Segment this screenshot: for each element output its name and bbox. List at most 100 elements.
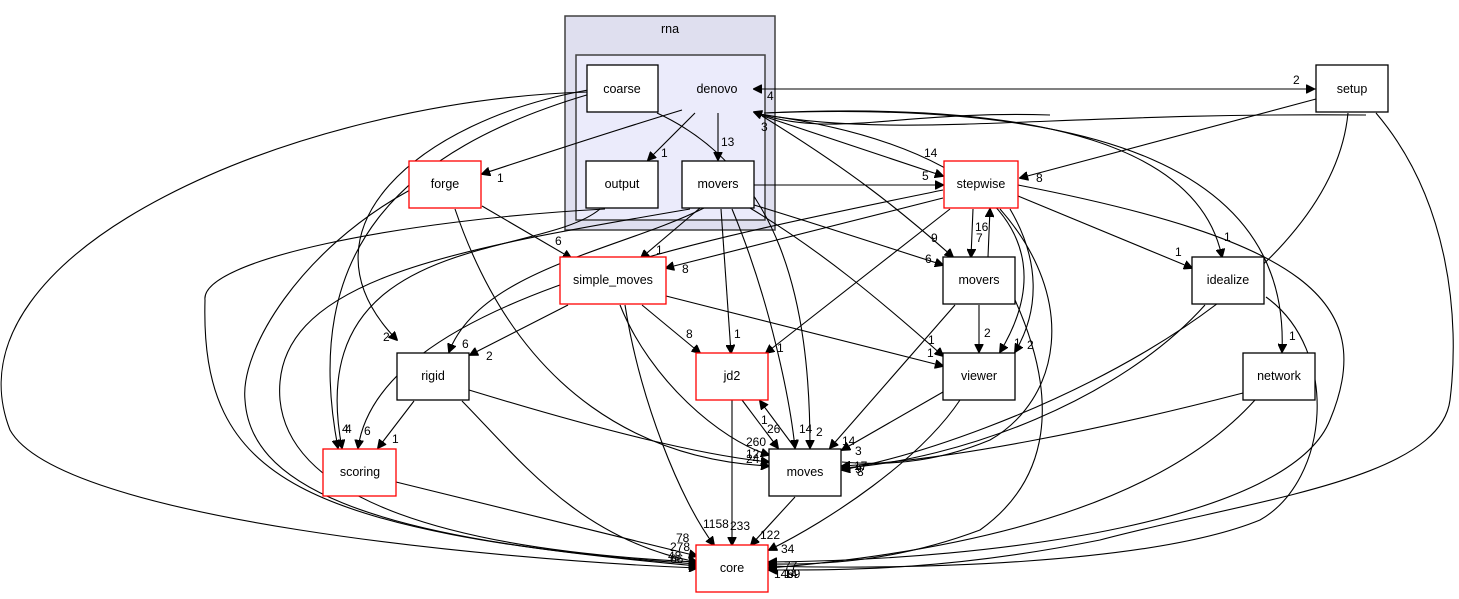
edge-label: 8 bbox=[682, 262, 689, 276]
edge-label: 278 bbox=[670, 540, 690, 554]
edge-network-moves bbox=[842, 392, 1244, 466]
node-label: viewer bbox=[961, 369, 997, 383]
edge-label: 8 bbox=[857, 465, 864, 479]
edge-simplemoves-moves bbox=[619, 304, 769, 455]
edge-coarse-moves bbox=[656, 112, 810, 448]
node-denovo-movers[interactable]: movers bbox=[681, 160, 755, 209]
edge-label: 260 bbox=[746, 435, 766, 449]
edge-setup-moves bbox=[842, 112, 1349, 470]
edge-label: 2 bbox=[1293, 73, 1300, 87]
edge-label: 2 bbox=[486, 349, 493, 363]
node-core[interactable]: core bbox=[695, 544, 769, 593]
node-output[interactable]: output bbox=[585, 160, 659, 209]
edge-denovo-movers bbox=[761, 115, 953, 257]
edge-label: 4 bbox=[767, 89, 774, 103]
edge-denovo-output bbox=[648, 112, 696, 160]
edge-forge-core bbox=[244, 189, 697, 564]
node-network[interactable]: network bbox=[1242, 352, 1316, 401]
node-label: forge bbox=[431, 177, 460, 191]
node-scoring[interactable]: scoring bbox=[322, 448, 397, 497]
edge-label: 2 bbox=[1027, 338, 1034, 352]
edge-denovo-network bbox=[763, 110, 1282, 352]
node-rigid[interactable]: rigid bbox=[396, 352, 470, 401]
edge-label: 6 bbox=[364, 424, 371, 438]
edge-label: 17 bbox=[854, 459, 868, 473]
edge-jd2-moves bbox=[741, 399, 778, 448]
edge-label: 6 bbox=[555, 234, 562, 248]
edge-label: 1 bbox=[1289, 329, 1296, 343]
edge-stepwise-core bbox=[769, 184, 1345, 562]
node-label: core bbox=[720, 561, 744, 575]
edge-label: 8 bbox=[1036, 171, 1043, 185]
node-label: setup bbox=[1337, 82, 1368, 96]
node-jd2[interactable]: jd2 bbox=[695, 352, 769, 401]
node-coarse[interactable]: coarse bbox=[586, 64, 659, 113]
edge-innermovers-rigid bbox=[449, 207, 705, 352]
edge-innermovers-movers bbox=[753, 204, 943, 265]
edge-label: 66 bbox=[670, 552, 684, 566]
edge-viewer-moves bbox=[842, 391, 944, 450]
edge-innermovers-core bbox=[279, 208, 697, 562]
edge-denovo-stepwise bbox=[759, 114, 943, 176]
edge-viewer-core bbox=[769, 399, 961, 550]
edge-rigid-core bbox=[461, 400, 697, 562]
edge-label: 4 bbox=[342, 422, 349, 436]
edge-output-core bbox=[204, 208, 697, 566]
edge-idealize-moves bbox=[842, 304, 1206, 468]
node-setup[interactable]: setup bbox=[1315, 64, 1389, 113]
edge-label: 26 bbox=[767, 422, 781, 436]
edge-innermovers-jd2 bbox=[720, 208, 731, 353]
edge-label: 1 bbox=[928, 333, 935, 347]
edge-innermovers-moves bbox=[731, 208, 795, 448]
node-label: stepwise bbox=[957, 177, 1006, 191]
edge-label: 1 bbox=[661, 146, 668, 160]
edge-network-core bbox=[769, 399, 1256, 568]
edge-label: 14 bbox=[924, 146, 938, 160]
edge-label: 5 bbox=[922, 169, 929, 183]
edge-label: 4 bbox=[345, 422, 352, 436]
edge-idealize-core bbox=[769, 296, 1318, 567]
edge-labels: 4 2 3 1 13 1 14 5 8 6 1 8 9 6 7 16 1 1 1… bbox=[342, 73, 1300, 581]
node-label: movers bbox=[959, 273, 1000, 287]
edge-movers-core bbox=[769, 299, 1043, 564]
edge-label: 48 bbox=[668, 549, 682, 563]
edge-curve-denovo-a bbox=[759, 113, 1367, 126]
edge-label: 1 bbox=[777, 341, 784, 355]
edge-label: 6 bbox=[462, 337, 469, 351]
edge-stepwise-jd2 bbox=[766, 208, 951, 353]
edge-label: 16 bbox=[975, 220, 989, 234]
node-label: rigid bbox=[421, 369, 445, 383]
edge-label: 122 bbox=[760, 528, 780, 542]
node-label: network bbox=[1257, 369, 1302, 383]
node-stepwise[interactable]: stepwise bbox=[943, 160, 1019, 209]
edge-label: 1 bbox=[1224, 230, 1231, 244]
node-movers[interactable]: movers bbox=[942, 256, 1016, 305]
edge-label: 24 bbox=[746, 452, 760, 466]
edge-label: 1 bbox=[734, 327, 741, 341]
edge-rigid-scoring bbox=[378, 400, 415, 448]
edge-rigid-moves bbox=[468, 389, 769, 462]
edge-label: 13 bbox=[721, 135, 735, 149]
edge-label: 8 bbox=[686, 327, 693, 341]
edge-label: 1 bbox=[1175, 245, 1182, 259]
node-label: jd2 bbox=[723, 369, 741, 383]
node-viewer[interactable]: viewer bbox=[942, 352, 1016, 401]
edge-label: 1158 bbox=[703, 517, 729, 531]
edge-label: 12 bbox=[746, 447, 760, 461]
edge-denovo-idealize bbox=[763, 110, 1222, 257]
edges bbox=[0, 89, 1454, 570]
edge-innermovers-viewer bbox=[749, 207, 943, 356]
edge-label: 149 bbox=[774, 567, 794, 581]
node-moves[interactable]: moves bbox=[768, 448, 842, 497]
node-label: coarse bbox=[603, 82, 641, 96]
edge-stepwise-viewer bbox=[1009, 208, 1034, 352]
edge-label: 2 bbox=[816, 425, 823, 439]
edge-movers-moves bbox=[830, 304, 956, 448]
node-idealize[interactable]: idealize bbox=[1191, 256, 1265, 305]
edge-scoring-core bbox=[395, 481, 697, 556]
node-label: movers bbox=[698, 177, 739, 191]
node-simple-moves[interactable]: simple_moves bbox=[559, 256, 667, 305]
edge-label: 69 bbox=[787, 567, 801, 581]
node-forge[interactable]: forge bbox=[408, 160, 482, 209]
edge-simplemoves-jd2 bbox=[641, 304, 700, 353]
